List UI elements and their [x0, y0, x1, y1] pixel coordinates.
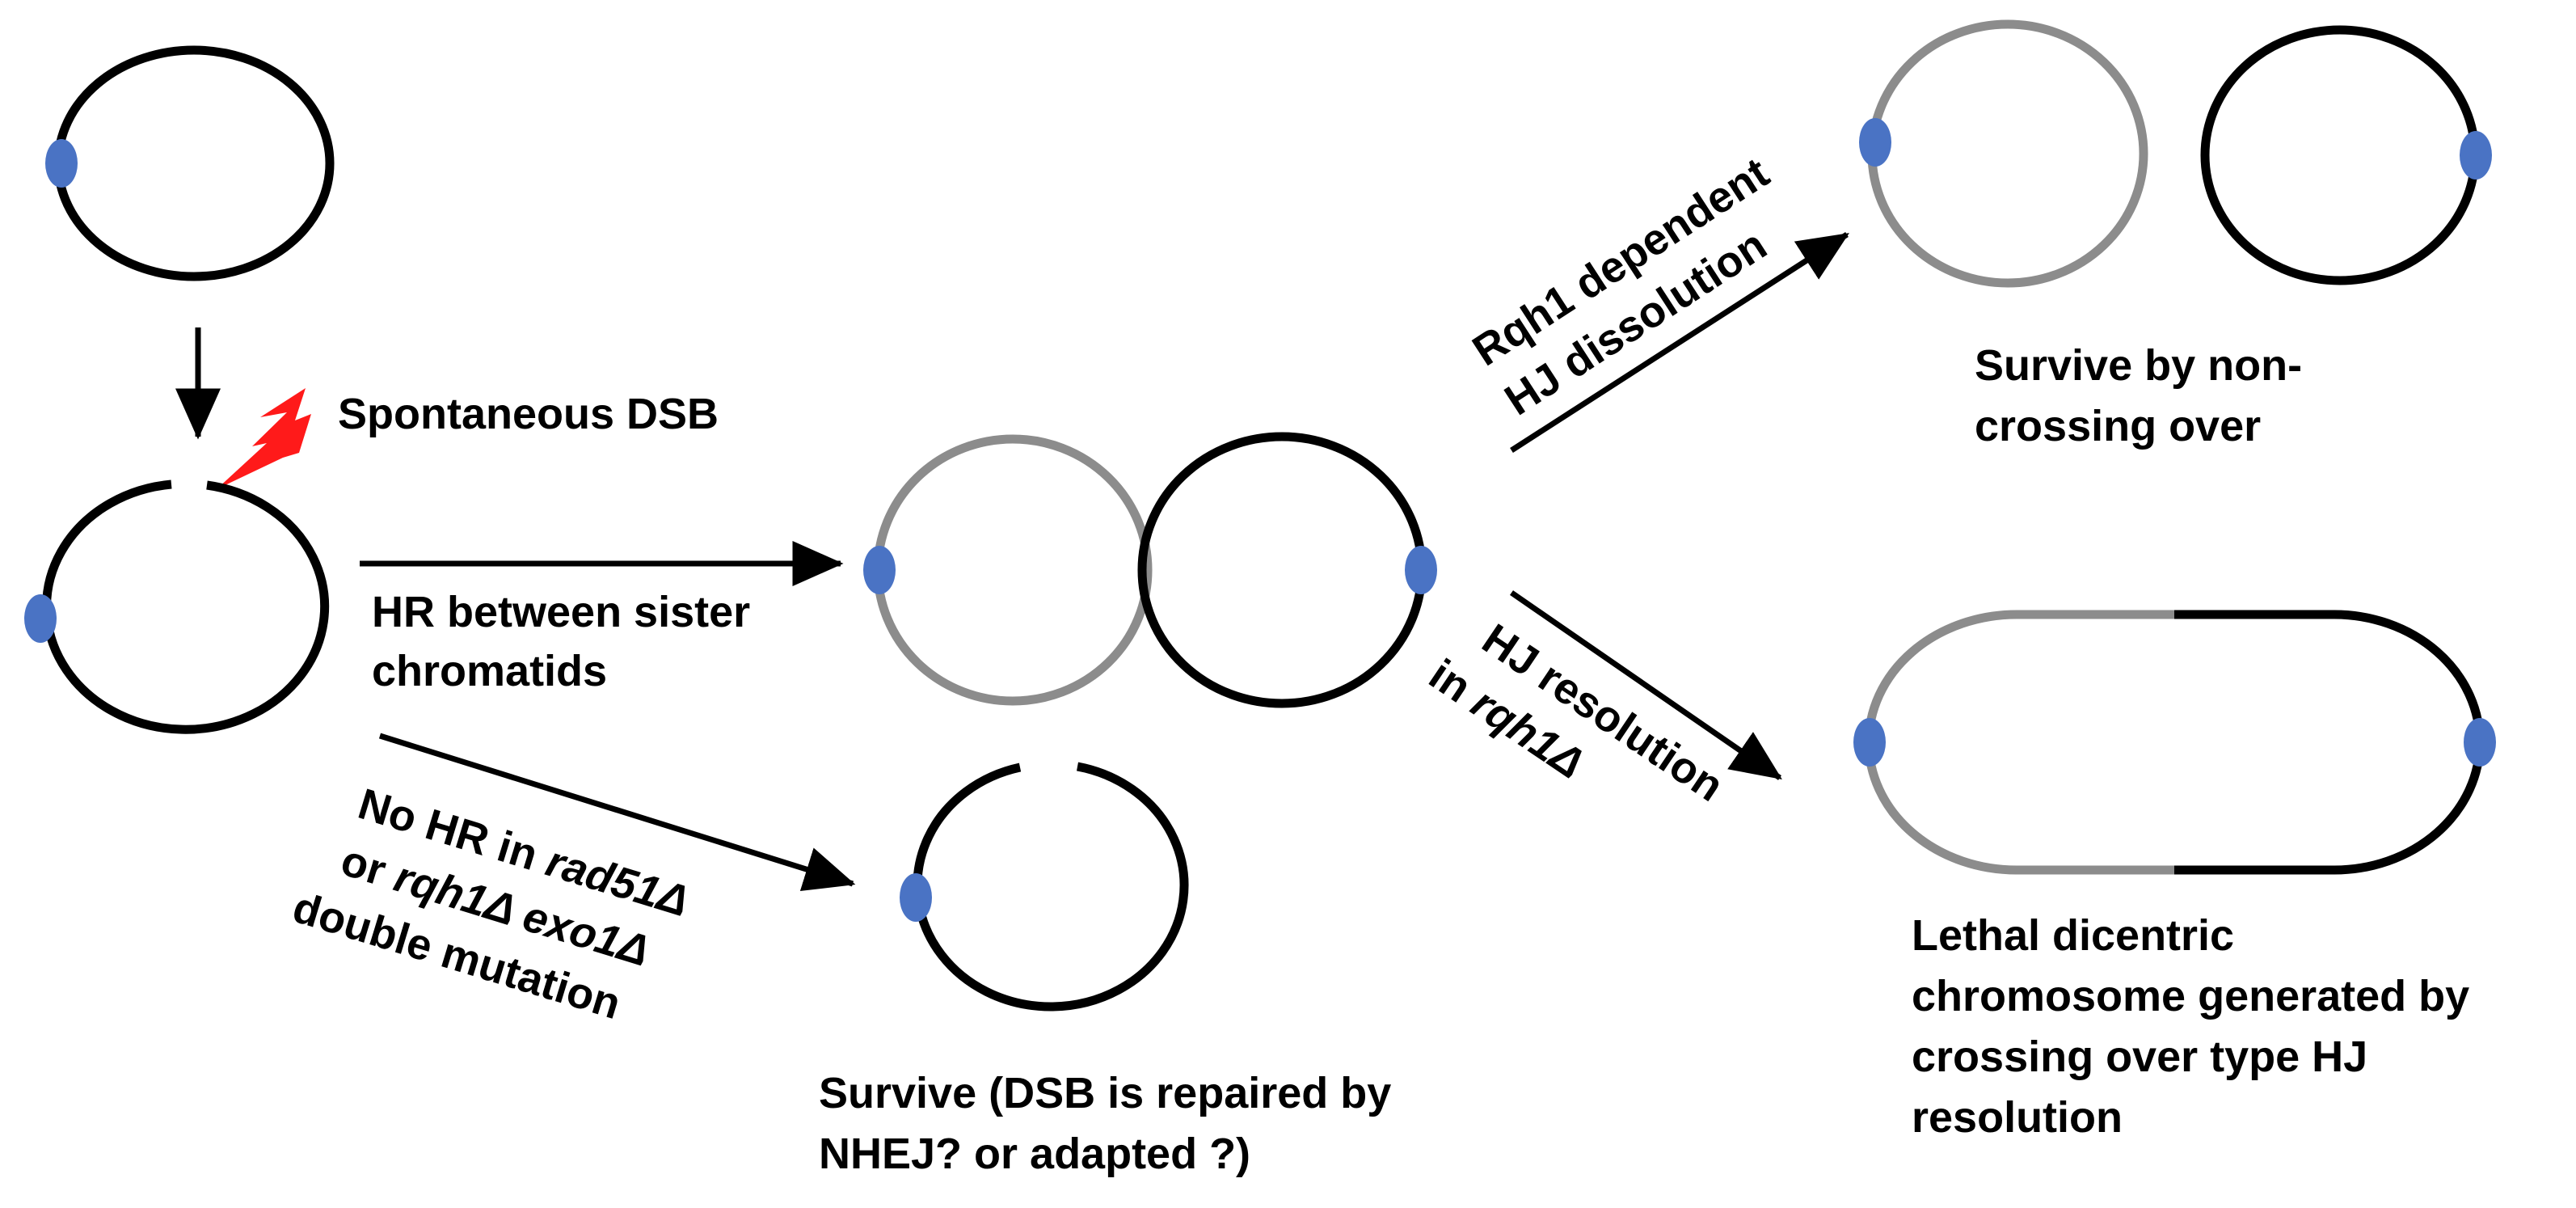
svg-text:chromatids: chromatids: [372, 647, 607, 695]
centromere: [45, 139, 78, 188]
lightning-bolt-icon: [217, 388, 311, 489]
gray-half: [1864, 610, 2174, 875]
lethal-label-line4: resolution: [1912, 1093, 2123, 1142]
centromere: [2460, 131, 2492, 180]
hr-sister-label-line2: chromatids: [372, 647, 607, 695]
lethal-label-line1: Lethal dicentric: [1912, 911, 2234, 960]
spontaneous-dsb-label: Spontaneous DSB: [338, 390, 719, 438]
svg-text:chromosome generated by: chromosome generated by: [1912, 972, 2469, 1020]
broken-ring: [42, 479, 330, 734]
lethal-label-line2: chromosome generated by: [1912, 972, 2469, 1020]
dissolution-label: Rqh1 dependent HJ dissolution: [1465, 149, 1777, 425]
centromere: [24, 594, 57, 643]
unrepaired-chromosome: [900, 762, 1189, 1012]
noncrossing-label-line2: crossing over: [1975, 402, 2261, 450]
intact-chromosome: [45, 45, 335, 281]
svg-text:Spontaneous DSB: Spontaneous DSB: [338, 390, 719, 438]
svg-text:HR between sister: HR between sister: [372, 588, 750, 636]
svg-text:Survive (DSB is repaired by: Survive (DSB is repaired by: [819, 1069, 1391, 1117]
separated-chromatids: [1859, 19, 2492, 288]
svg-text:Survive by non-: Survive by non-: [1975, 341, 2302, 390]
no-hr-arrow: [378, 733, 856, 891]
sister-chromatids: [863, 432, 1437, 708]
broken-chromosome: [24, 479, 330, 734]
black-chromatid: [2200, 25, 2480, 285]
centromere: [1853, 718, 1886, 767]
centromere: [2464, 718, 2496, 767]
broken-ring: [913, 762, 1189, 1012]
svg-text:Lethal dicentric: Lethal dicentric: [1912, 911, 2234, 960]
noncrossing-label-line1: Survive by non-: [1975, 341, 2302, 390]
nhej-label-line1: Survive (DSB is repaired by: [819, 1069, 1391, 1117]
centromere: [1859, 118, 1891, 167]
svg-text:NHEJ? or adapted ?): NHEJ? or adapted ?): [819, 1130, 1250, 1178]
black-chromatid: [1137, 432, 1427, 708]
resolution-arrow: [1510, 590, 1782, 780]
no-hr-label: No HR in rad51Δ or rqh1Δ exo1Δ double mu…: [288, 779, 694, 1028]
nhej-label-line2: NHEJ? or adapted ?): [819, 1130, 1250, 1178]
centromere: [1405, 546, 1437, 594]
gray-chromatid: [873, 434, 1153, 706]
centromere: [900, 873, 932, 922]
centromere: [863, 546, 896, 594]
svg-text:resolution: resolution: [1912, 1093, 2123, 1142]
black-half: [2174, 610, 2485, 875]
svg-text:crossing over type HJ: crossing over type HJ: [1912, 1033, 2367, 1081]
dissolution-arrow: [1510, 232, 1849, 453]
lethal-label-line3: crossing over type HJ: [1912, 1033, 2367, 1081]
hr-sister-label-line1: HR between sister: [372, 588, 750, 636]
gray-chromatid: [1867, 19, 2148, 288]
svg-text:crossing over: crossing over: [1975, 402, 2261, 450]
dicentric-chromosome: [1853, 610, 2496, 875]
chromosome-ring: [53, 45, 335, 281]
